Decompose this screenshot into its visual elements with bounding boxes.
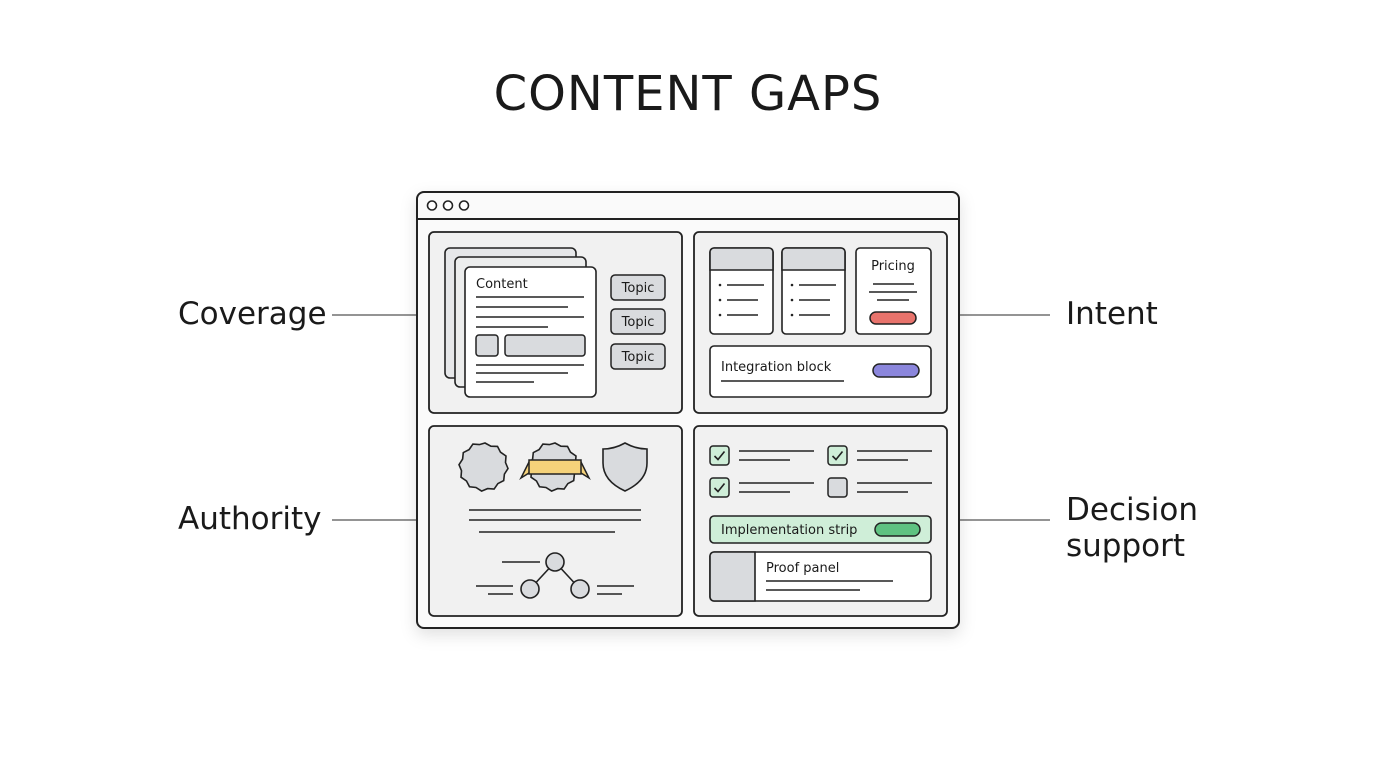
pricing-title: Pricing bbox=[871, 259, 915, 274]
shield-icon bbox=[602, 442, 648, 492]
network-icon bbox=[476, 552, 634, 599]
label-decision-support: Decision support bbox=[1066, 492, 1198, 564]
coverage-panel: Content Topic Topic bbox=[428, 231, 683, 414]
topic-tag: Topic bbox=[610, 274, 666, 301]
checkbox-icon bbox=[709, 445, 730, 466]
badge-icon bbox=[458, 442, 509, 492]
proof-panel: Proof panel bbox=[709, 551, 932, 602]
ribbon-badge-icon bbox=[519, 442, 591, 492]
checkbox-icon bbox=[827, 445, 848, 466]
authority-panel bbox=[428, 425, 683, 617]
checklist-item bbox=[827, 445, 932, 466]
checkmark-icon bbox=[713, 482, 726, 493]
intent-panel: Pricing Integration block bbox=[693, 231, 948, 414]
integration-pill bbox=[872, 363, 920, 378]
topic-tag: Topic bbox=[610, 308, 666, 335]
checkbox-icon bbox=[709, 477, 730, 498]
checkbox-icon bbox=[827, 477, 848, 498]
content-wide-block bbox=[504, 334, 586, 357]
content-card-title: Content bbox=[476, 277, 528, 292]
implementation-strip: Implementation strip bbox=[709, 515, 932, 544]
label-intent: Intent bbox=[1066, 296, 1158, 332]
plan-column bbox=[781, 247, 846, 335]
checklist-item bbox=[827, 477, 932, 498]
implementation-title: Implementation strip bbox=[721, 523, 857, 538]
topic-tag-label: Topic bbox=[621, 281, 655, 296]
label-decision-line1: Decision bbox=[1066, 492, 1198, 528]
content-card: Content bbox=[464, 266, 597, 398]
integration-title: Integration block bbox=[721, 360, 832, 375]
label-coverage: Coverage bbox=[178, 296, 327, 332]
plan-column bbox=[709, 247, 774, 335]
label-authority: Authority bbox=[178, 501, 322, 537]
proof-title: Proof panel bbox=[766, 561, 839, 576]
checkmark-icon bbox=[831, 450, 844, 461]
pricing-card: Pricing bbox=[855, 247, 932, 335]
checkmark-icon bbox=[713, 450, 726, 461]
pricing-button bbox=[869, 311, 917, 325]
decision-panel: Implementation strip Proof panel bbox=[693, 425, 948, 617]
window-dots-icon bbox=[426, 200, 470, 211]
topic-tag: Topic bbox=[610, 343, 666, 370]
page-title: CONTENT GAPS bbox=[493, 66, 883, 122]
checklist-item bbox=[709, 445, 814, 466]
topic-tag-label: Topic bbox=[621, 315, 655, 330]
content-thumbnail-block bbox=[475, 334, 499, 357]
checklist-item bbox=[709, 477, 814, 498]
integration-block: Integration block bbox=[709, 345, 932, 398]
topic-tag-label: Topic bbox=[621, 350, 655, 365]
implementation-pill bbox=[874, 522, 921, 537]
label-decision-line2: support bbox=[1066, 528, 1186, 564]
